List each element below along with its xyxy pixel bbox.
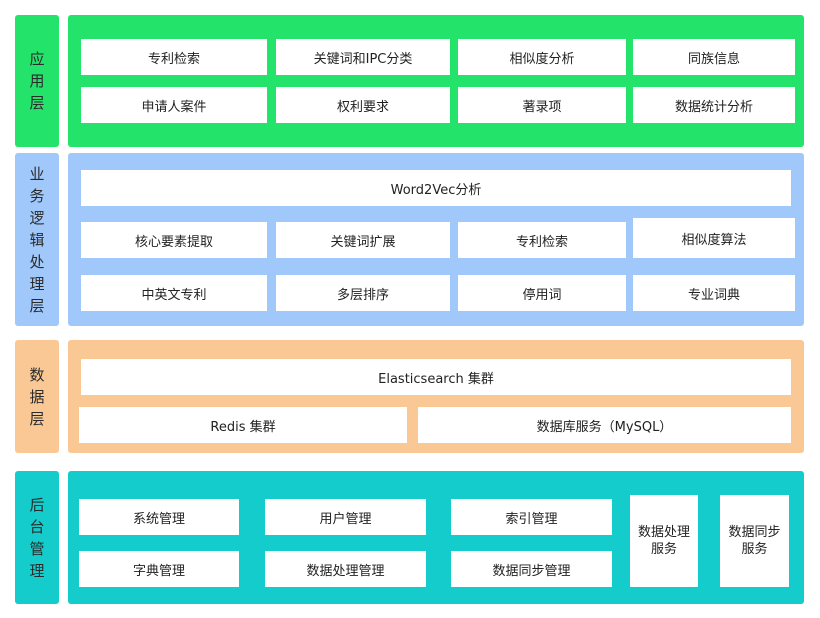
biz-cn-en-patents: 中英文专利 (81, 275, 267, 311)
box-label: 数据统计分析 (675, 96, 753, 115)
box-label: 系统管理 (133, 508, 185, 527)
app-keyword-ipc-classification: 关键词和IPC分类 (276, 39, 450, 75)
box-label: 数据处理服务 (636, 524, 692, 558)
box-label: 数据处理管理 (306, 560, 384, 579)
biz-similarity-algorithm: 相似度算法 (633, 218, 795, 258)
admin-dictionary-management: 字典管理 (79, 551, 239, 587)
biz-domain-dictionary: 专业词典 (633, 275, 795, 311)
box-label: Elasticsearch 集群 (378, 368, 494, 387)
box-label: 专业词典 (688, 284, 740, 303)
box-label: 用户管理 (319, 508, 371, 527)
admin-data-sync-service: 数据同步服务 (720, 495, 789, 587)
box-label: 相似度分析 (509, 48, 574, 67)
admin-system-management: 系统管理 (79, 499, 239, 535)
app-applicant-cases: 申请人案件 (81, 87, 267, 123)
admin-user-management: 用户管理 (265, 499, 426, 535)
application-layer-panel (68, 15, 804, 147)
app-bibliographic-items: 著录项 (458, 87, 626, 123)
box-label: 权利要求 (337, 96, 389, 115)
application-layer-label: 应用层 (15, 15, 59, 147)
admin-data-sync-management: 数据同步管理 (451, 551, 612, 587)
box-label: 关键词和IPC分类 (314, 48, 413, 67)
admin-data-processing-management: 数据处理管理 (265, 551, 426, 587)
data-elasticsearch-cluster: Elasticsearch 集群 (81, 359, 791, 395)
app-patent-search: 专利检索 (81, 39, 267, 75)
data-layer-label: 数据层 (15, 340, 59, 453)
biz-core-element-extraction: 核心要素提取 (81, 222, 267, 258)
box-label: 多层排序 (337, 284, 389, 303)
box-label: 数据同步服务 (727, 524, 783, 558)
admin-index-management: 索引管理 (451, 499, 612, 535)
business-layer-label: 业务逻辑处理层 (15, 153, 59, 326)
box-label: Word2Vec分析 (391, 179, 482, 198)
box-label: 中英文专利 (141, 284, 206, 303)
application-layer-label-text: 应用层 (29, 48, 45, 114)
box-label: Redis 集群 (210, 416, 275, 435)
data-redis-cluster: Redis 集群 (79, 407, 407, 443)
biz-stopwords: 停用词 (458, 275, 626, 311)
data-mysql-service: 数据库服务（MySQL） (418, 407, 791, 443)
biz-word2vec-analysis: Word2Vec分析 (81, 170, 791, 206)
app-similarity-analysis: 相似度分析 (458, 39, 626, 75)
box-label: 专利检索 (148, 48, 200, 67)
app-data-statistics: 数据统计分析 (633, 87, 795, 123)
box-label: 字典管理 (133, 560, 185, 579)
box-label: 同族信息 (688, 48, 740, 67)
admin-layer-label: 后台管理 (15, 471, 59, 604)
box-label: 关键词扩展 (330, 231, 395, 250)
app-claims: 权利要求 (276, 87, 450, 123)
box-label: 核心要素提取 (135, 231, 213, 250)
box-label: 数据库服务（MySQL） (537, 416, 673, 435)
data-layer-label-text: 数据层 (29, 364, 45, 430)
box-label: 著录项 (522, 96, 561, 115)
box-label: 数据同步管理 (492, 560, 570, 579)
admin-data-processing-service: 数据处理服务 (630, 495, 698, 587)
business-layer-label-text: 业务逻辑处理层 (29, 163, 45, 317)
biz-patent-search: 专利检索 (458, 222, 626, 258)
box-label: 索引管理 (505, 508, 557, 527)
app-family-info: 同族信息 (633, 39, 795, 75)
biz-keyword-expansion: 关键词扩展 (276, 222, 450, 258)
box-label: 停用词 (522, 284, 561, 303)
box-label: 相似度算法 (681, 229, 746, 248)
box-label: 专利检索 (516, 231, 568, 250)
box-label: 申请人案件 (141, 96, 206, 115)
admin-layer-label-text: 后台管理 (29, 494, 45, 582)
biz-multilayer-ranking: 多层排序 (276, 275, 450, 311)
